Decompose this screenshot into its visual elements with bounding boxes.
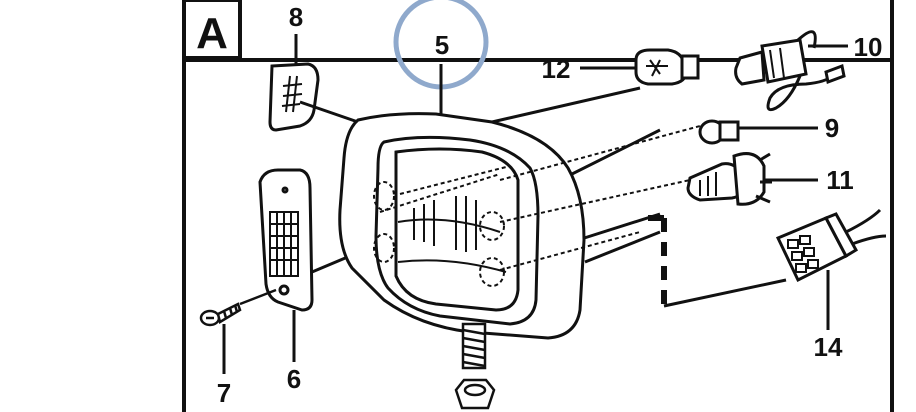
leader-7-lens	[239, 288, 277, 306]
callout-labels: 5 6 7 8 9 10 11 12 14	[217, 2, 883, 408]
callout-8: 8	[289, 2, 303, 32]
part-mount-bolt	[454, 322, 496, 410]
part-side-lamp-lens	[258, 168, 314, 312]
panel-letter-box: A	[182, 0, 242, 60]
part-bulb-12	[634, 48, 700, 86]
callout-7: 7	[217, 378, 231, 408]
part-screw	[199, 302, 242, 327]
part-bulb-holder	[734, 30, 846, 112]
part-headlamp-housing	[338, 86, 701, 340]
callout-9: 9	[825, 113, 839, 143]
callout-5: 5	[435, 30, 449, 60]
callout-6: 6	[287, 364, 301, 394]
leader-6-housing	[311, 254, 351, 274]
leader-8-housing	[299, 100, 359, 124]
part-halogen-bulb	[686, 152, 772, 206]
part-small-bulb	[698, 119, 740, 145]
callout-14: 14	[814, 332, 843, 362]
callout-12: 12	[542, 54, 571, 84]
part-connector-link	[648, 215, 787, 310]
callout-10: 10	[854, 32, 883, 62]
callout-11: 11	[826, 165, 854, 195]
part-small-lens	[268, 62, 320, 132]
part-connector	[775, 208, 887, 283]
panel-letter: A	[196, 9, 228, 58]
